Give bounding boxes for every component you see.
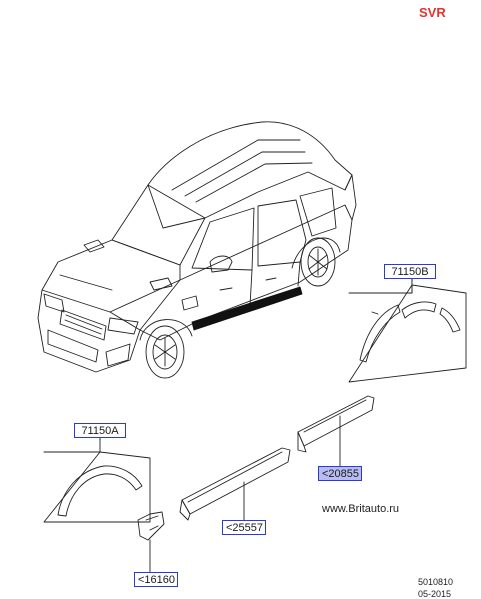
callout-71150a[interactable]: 71150A [74,423,126,438]
svr-badge: SVR [419,5,446,20]
diagram-number: 5010810 [418,577,454,587]
callout-25557[interactable]: <25557 [222,520,266,535]
callout-16160[interactable]: <16160 [134,572,178,587]
diagram-date: 05-2015 [418,589,452,599]
callout-20855[interactable]: <20855 [318,466,362,481]
wheel-arch-panel-a [43,437,151,523]
callout-71150b[interactable]: 71150B [384,264,436,279]
sill-mouldings [99,395,375,573]
website-watermark: www.Britauto.ru [322,503,400,515]
wheel-arch-panel-b [348,276,467,383]
vehicle-illustration [37,121,357,379]
